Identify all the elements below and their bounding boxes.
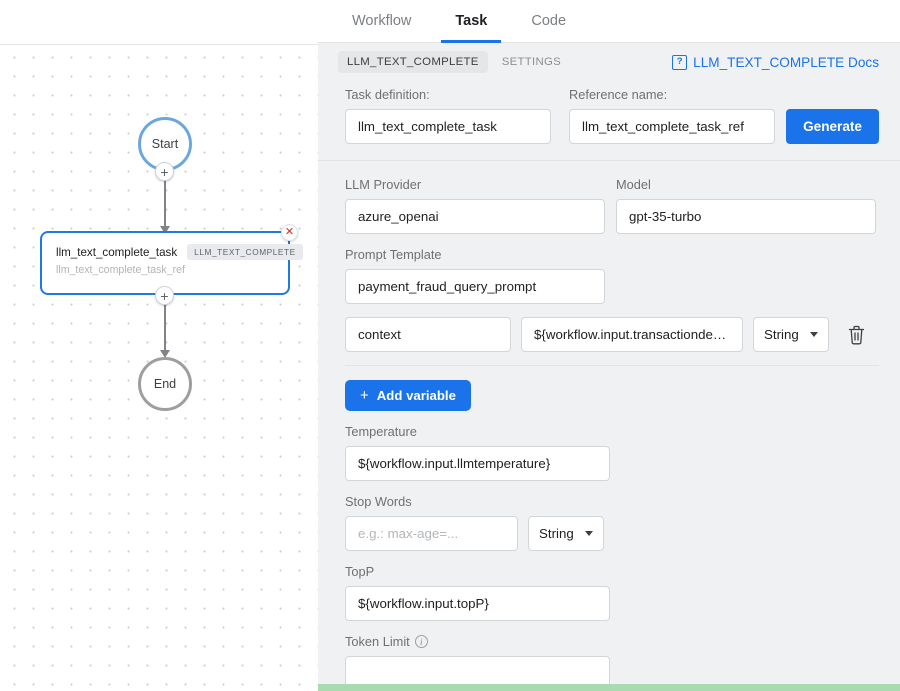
tab-task[interactable]: Task	[433, 0, 509, 43]
canvas-top-divider	[0, 44, 318, 45]
topp-label: TopP	[345, 564, 375, 579]
model-input[interactable]	[616, 199, 876, 234]
token-limit-label-row: Token Limit i	[345, 634, 879, 649]
task-definition-input[interactable]	[345, 109, 552, 144]
delete-variable-button[interactable]	[847, 324, 866, 345]
plus-icon: +	[160, 163, 169, 180]
tab-task-label: Task	[455, 13, 488, 29]
add-variable-label: Add variable	[376, 388, 456, 403]
edge-arrow-to-task	[160, 226, 170, 234]
llm-provider-label: LLM Provider	[345, 177, 422, 192]
chevron-down-icon	[585, 531, 593, 536]
stop-words-row: String	[345, 516, 879, 551]
reference-name-input[interactable]	[569, 109, 776, 144]
add-task-handle-after-task[interactable]: +	[155, 286, 174, 305]
llm-provider-field-group: LLM Provider	[345, 177, 605, 234]
edge-arrow-to-end	[160, 350, 170, 358]
provider-model-row: LLM Provider Model	[345, 177, 879, 234]
reference-name-field-group: Reference name:	[569, 87, 776, 144]
spacer	[345, 551, 879, 564]
prompt-template-input[interactable]	[345, 269, 605, 304]
topp-field-group: TopP	[345, 564, 879, 621]
edge-task-to-end	[164, 296, 166, 352]
model-label: Model	[616, 177, 651, 192]
temperature-label: Temperature	[345, 424, 417, 439]
tab-code[interactable]: Code	[509, 0, 588, 42]
plus-icon: +	[160, 287, 169, 304]
reference-name-label: Reference name:	[569, 87, 668, 102]
task-definition-label: Task definition:	[345, 87, 430, 102]
temperature-input[interactable]	[345, 446, 610, 481]
prompt-template-label: Prompt Template	[345, 247, 442, 262]
chevron-down-icon	[810, 332, 818, 337]
spacer	[345, 481, 879, 494]
token-limit-field-group: Token Limit i	[345, 634, 879, 691]
generate-button[interactable]: Generate	[786, 109, 879, 144]
spacer	[345, 234, 879, 247]
task-node-header: llm_text_complete_task LLM_TEXT_COMPLETE	[56, 244, 303, 260]
panel-tabs: Workflow Task Code	[318, 0, 900, 43]
add-variable-button[interactable]: + Add variable	[345, 380, 471, 411]
stop-words-type-value: String	[539, 526, 574, 541]
tab-code-label: Code	[531, 13, 567, 29]
end-node-label: End	[153, 377, 177, 391]
task-node-title: llm_text_complete_task	[56, 245, 178, 259]
task-config-panel: Workflow Task Code LLM_TEXT_COMPLETE SET…	[318, 0, 900, 691]
variable-key-input[interactable]	[345, 317, 511, 352]
tab-workflow[interactable]: Workflow	[330, 0, 433, 42]
topp-input[interactable]	[345, 586, 610, 621]
subtab-settings[interactable]: SETTINGS	[501, 56, 562, 68]
stop-words-type-select[interactable]: String	[528, 516, 604, 551]
tab-workflow-label: Workflow	[352, 13, 412, 29]
variable-type-select[interactable]: String	[753, 317, 829, 352]
delete-task-node-icon[interactable]: ✕	[281, 224, 298, 241]
model-field-group: Model	[616, 177, 876, 234]
task-definition-field-group: Task definition:	[345, 87, 552, 144]
task-node-type-badge: LLM_TEXT_COMPLETE	[187, 244, 303, 260]
subtab-llm-text-complete[interactable]: LLM_TEXT_COMPLETE	[338, 51, 488, 73]
canvas-top-strip	[0, 0, 318, 44]
task-parameters-section: LLM Provider Model Prompt Template Strin…	[318, 161, 900, 691]
token-limit-label: Token Limit	[345, 634, 410, 649]
prompt-variable-row: String	[345, 317, 879, 366]
prompt-template-field-group: Prompt Template	[345, 247, 879, 304]
spacer	[345, 304, 879, 317]
help-question-icon: ?	[672, 54, 688, 70]
temperature-field-group: Temperature	[345, 424, 879, 481]
stop-words-label: Stop Words	[345, 494, 412, 509]
variable-type-value: String	[764, 327, 799, 342]
docs-link[interactable]: ? LLM_TEXT_COMPLETE Docs	[672, 54, 879, 70]
spacer	[345, 411, 879, 424]
task-definition-section: Task definition: Reference name: Generat…	[318, 81, 900, 161]
panel-subtabs: LLM_TEXT_COMPLETE SETTINGS ? LLM_TEXT_CO…	[318, 43, 900, 81]
info-icon[interactable]: i	[414, 635, 428, 648]
close-icon: ✕	[284, 226, 295, 238]
add-task-handle-after-start[interactable]: +	[155, 162, 174, 181]
stop-words-field-group: Stop Words String	[345, 494, 879, 551]
edge-start-to-task	[164, 172, 166, 228]
docs-link-label: LLM_TEXT_COMPLETE Docs	[693, 54, 879, 70]
task-node-reference: llm_text_complete_task_ref	[56, 264, 185, 276]
task-definition-row: Task definition: Reference name: Generat…	[345, 87, 879, 144]
llm-provider-input[interactable]	[345, 199, 605, 234]
spacer	[345, 621, 879, 634]
workflow-canvas[interactable]: Start + llm_text_complete_task LLM_TEXT_…	[0, 0, 318, 691]
start-node-label: Start	[151, 137, 179, 151]
trash-icon	[848, 325, 865, 345]
status-strip	[318, 684, 900, 691]
plus-icon: +	[360, 387, 369, 404]
end-node[interactable]: End	[138, 357, 192, 411]
variable-value-input[interactable]	[521, 317, 743, 352]
stop-words-input[interactable]	[345, 516, 518, 551]
